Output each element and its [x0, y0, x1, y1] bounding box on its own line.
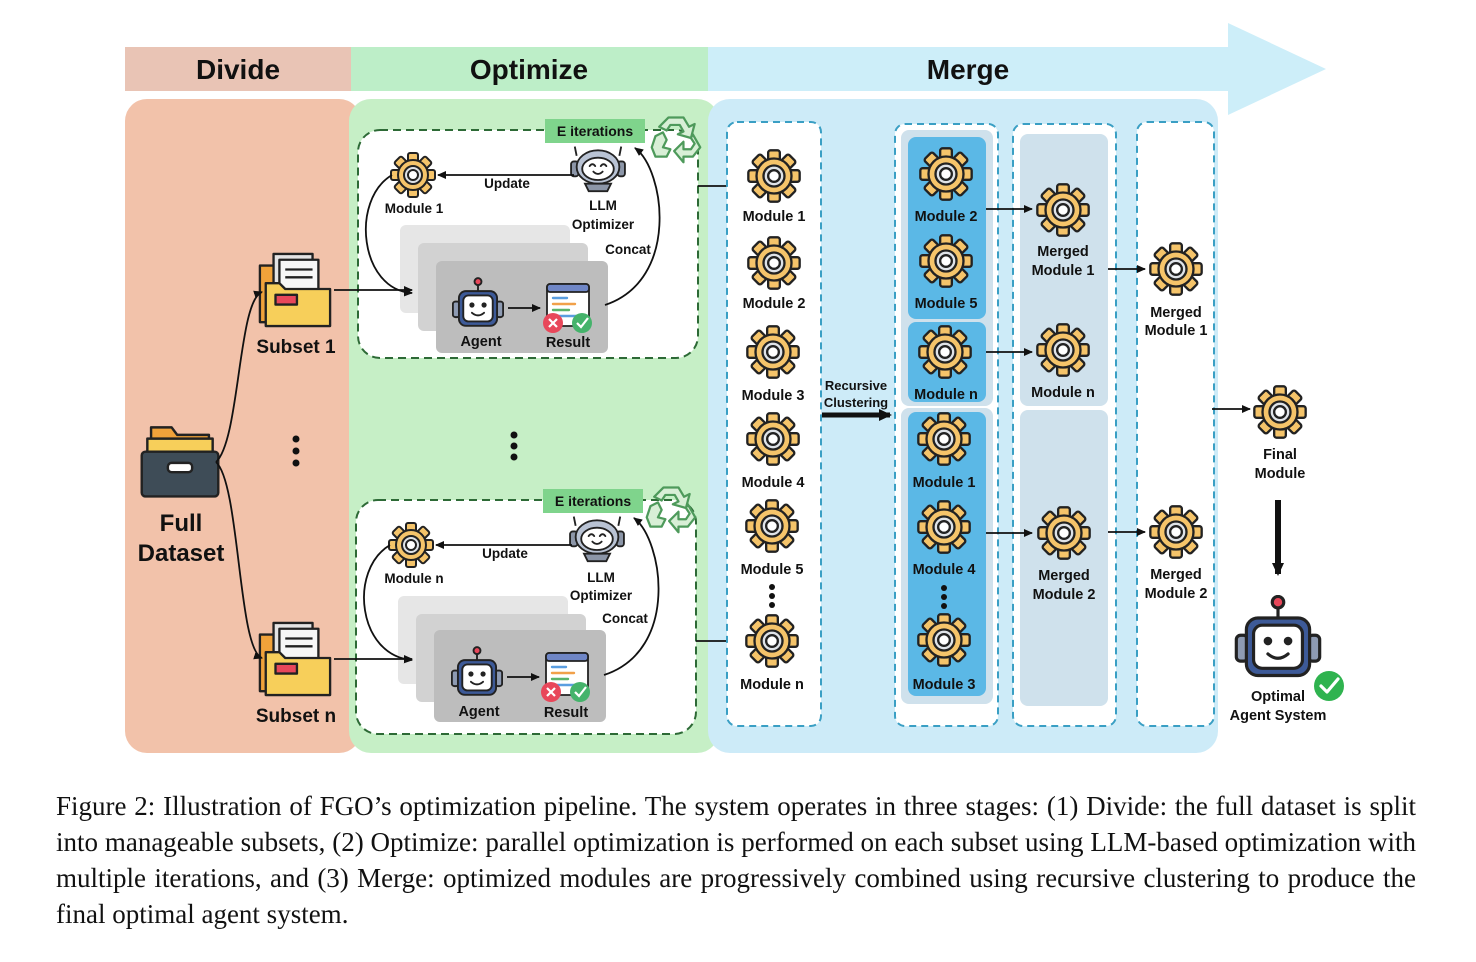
merge-header-arrow — [708, 23, 1326, 115]
concat-label: Concat — [602, 611, 648, 626]
cluster-module-label: Module 3 — [913, 677, 976, 693]
gear-icon — [918, 325, 972, 379]
divide-header-band — [125, 47, 351, 91]
iterations-badge — [545, 119, 645, 143]
full-dataset-label: Full — [160, 510, 203, 537]
archive-box-icon — [140, 426, 220, 498]
gear-icon — [747, 149, 801, 203]
gear-icon — [747, 236, 801, 290]
gear-icon — [1253, 385, 1307, 439]
cluster-module-label: Module 1 — [913, 475, 976, 491]
recursive-clustering-label: Recursive — [825, 378, 887, 393]
optimize-header-band — [351, 47, 708, 91]
module-label: Module 5 — [741, 562, 804, 578]
update-label: Update — [484, 176, 530, 191]
recursive-clustering-label-2: Clustering — [824, 395, 888, 410]
vertical-ellipsis-icon — [292, 435, 300, 467]
cluster-module-label: Module n — [914, 387, 978, 403]
optimal-agent-label: Optimal — [1251, 689, 1305, 705]
concat-arrow — [603, 517, 660, 676]
gear-icon — [746, 325, 800, 379]
module-label: Module n — [384, 571, 443, 586]
concat-arrow — [604, 147, 661, 306]
checkmark-icon — [1314, 671, 1344, 701]
optimize-header-title: Optimize — [470, 54, 588, 85]
iterations-label: E iterations — [557, 123, 633, 139]
merged-module-label: Merged — [1038, 568, 1090, 584]
merged-module-label: Module n — [1031, 385, 1095, 401]
merged-module-label-2: Module 2 — [1145, 586, 1208, 602]
llm-optimizer-label-2: Optimizer — [572, 217, 635, 232]
module-label: Module 4 — [742, 475, 805, 491]
module-label: Module 1 — [385, 201, 444, 216]
module-label: Module 2 — [743, 296, 806, 312]
module-label: Module 1 — [743, 209, 806, 225]
cluster-module-label: Module 4 — [913, 562, 976, 578]
merged-module-label: Merged — [1150, 567, 1202, 583]
subset-1-label: Subset 1 — [256, 337, 336, 358]
divide-panel — [125, 99, 361, 753]
gear-icon — [1149, 505, 1203, 559]
result-label: Result — [544, 705, 588, 721]
gear-icon — [745, 499, 799, 553]
checkmark-icon — [570, 682, 590, 702]
full-dataset-label-2: Dataset — [138, 540, 225, 567]
final-module-label-2: Module — [1255, 466, 1306, 482]
vertical-ellipsis-icon — [510, 431, 518, 461]
gear-icon — [388, 522, 434, 568]
cluster-module-label: Module 5 — [915, 296, 978, 312]
agent-label: Agent — [458, 704, 499, 720]
llm-optimizer-label-2: Optimizer — [570, 588, 633, 603]
gear-icon — [390, 152, 436, 198]
iterations-badge — [543, 489, 643, 513]
figure-caption: Figure 2: Illustration of FGO’s optimiza… — [56, 791, 1416, 929]
gear-icon — [745, 614, 799, 668]
gear-icon — [919, 147, 973, 201]
final-module-label: Final — [1263, 447, 1297, 463]
optimal-agent-robot-icon — [1234, 595, 1322, 678]
gear-icon — [1036, 323, 1090, 377]
arrow-dataset-to-subset-n — [215, 461, 263, 660]
llm-optimizer-label: LLM — [589, 198, 617, 213]
fgo-pipeline-diagram: Divide Optimize Merge Full Dataset Subse… — [125, 23, 1344, 753]
gear-icon — [1149, 242, 1203, 296]
agent-label: Agent — [460, 334, 501, 350]
gear-icon — [917, 613, 971, 667]
subset-n-label: Subset n — [256, 706, 336, 727]
merged-module-label-2: Module 2 — [1033, 587, 1096, 603]
vertical-ellipsis-icon — [941, 585, 947, 609]
checkmark-icon — [572, 313, 592, 333]
module-label: Module 3 — [742, 388, 805, 404]
merged-module-label: Merged — [1037, 244, 1089, 260]
gear-icon — [919, 234, 973, 288]
merged-module-label-2: Module 1 — [1032, 263, 1095, 279]
gear-icon — [1037, 506, 1091, 560]
arrow-dataset-to-subset-1 — [215, 290, 263, 463]
update-label: Update — [482, 546, 528, 561]
module-label: Module n — [740, 677, 804, 693]
llm-optimizer-label: LLM — [587, 570, 615, 585]
optimal-agent-label-2: Agent System — [1230, 708, 1327, 724]
merge-level-2-column — [1136, 121, 1215, 727]
module-to-agent-arrow — [363, 544, 413, 664]
gear-icon — [1036, 183, 1090, 237]
gear-icon — [917, 412, 971, 466]
result-label: Result — [546, 335, 590, 351]
divide-header-title: Divide — [196, 54, 280, 85]
cluster-module-label: Module 2 — [915, 209, 978, 225]
gear-icon — [917, 500, 971, 554]
merged-module-label-2: Module 1 — [1145, 323, 1208, 339]
iterations-label: E iterations — [555, 493, 631, 509]
concat-label: Concat — [605, 242, 651, 257]
merge-header-title: Merge — [927, 54, 1009, 85]
vertical-ellipsis-icon — [769, 584, 775, 608]
gear-icon — [746, 412, 800, 466]
module-to-agent-arrow — [364, 174, 413, 297]
merged-module-label: Merged — [1150, 305, 1202, 321]
